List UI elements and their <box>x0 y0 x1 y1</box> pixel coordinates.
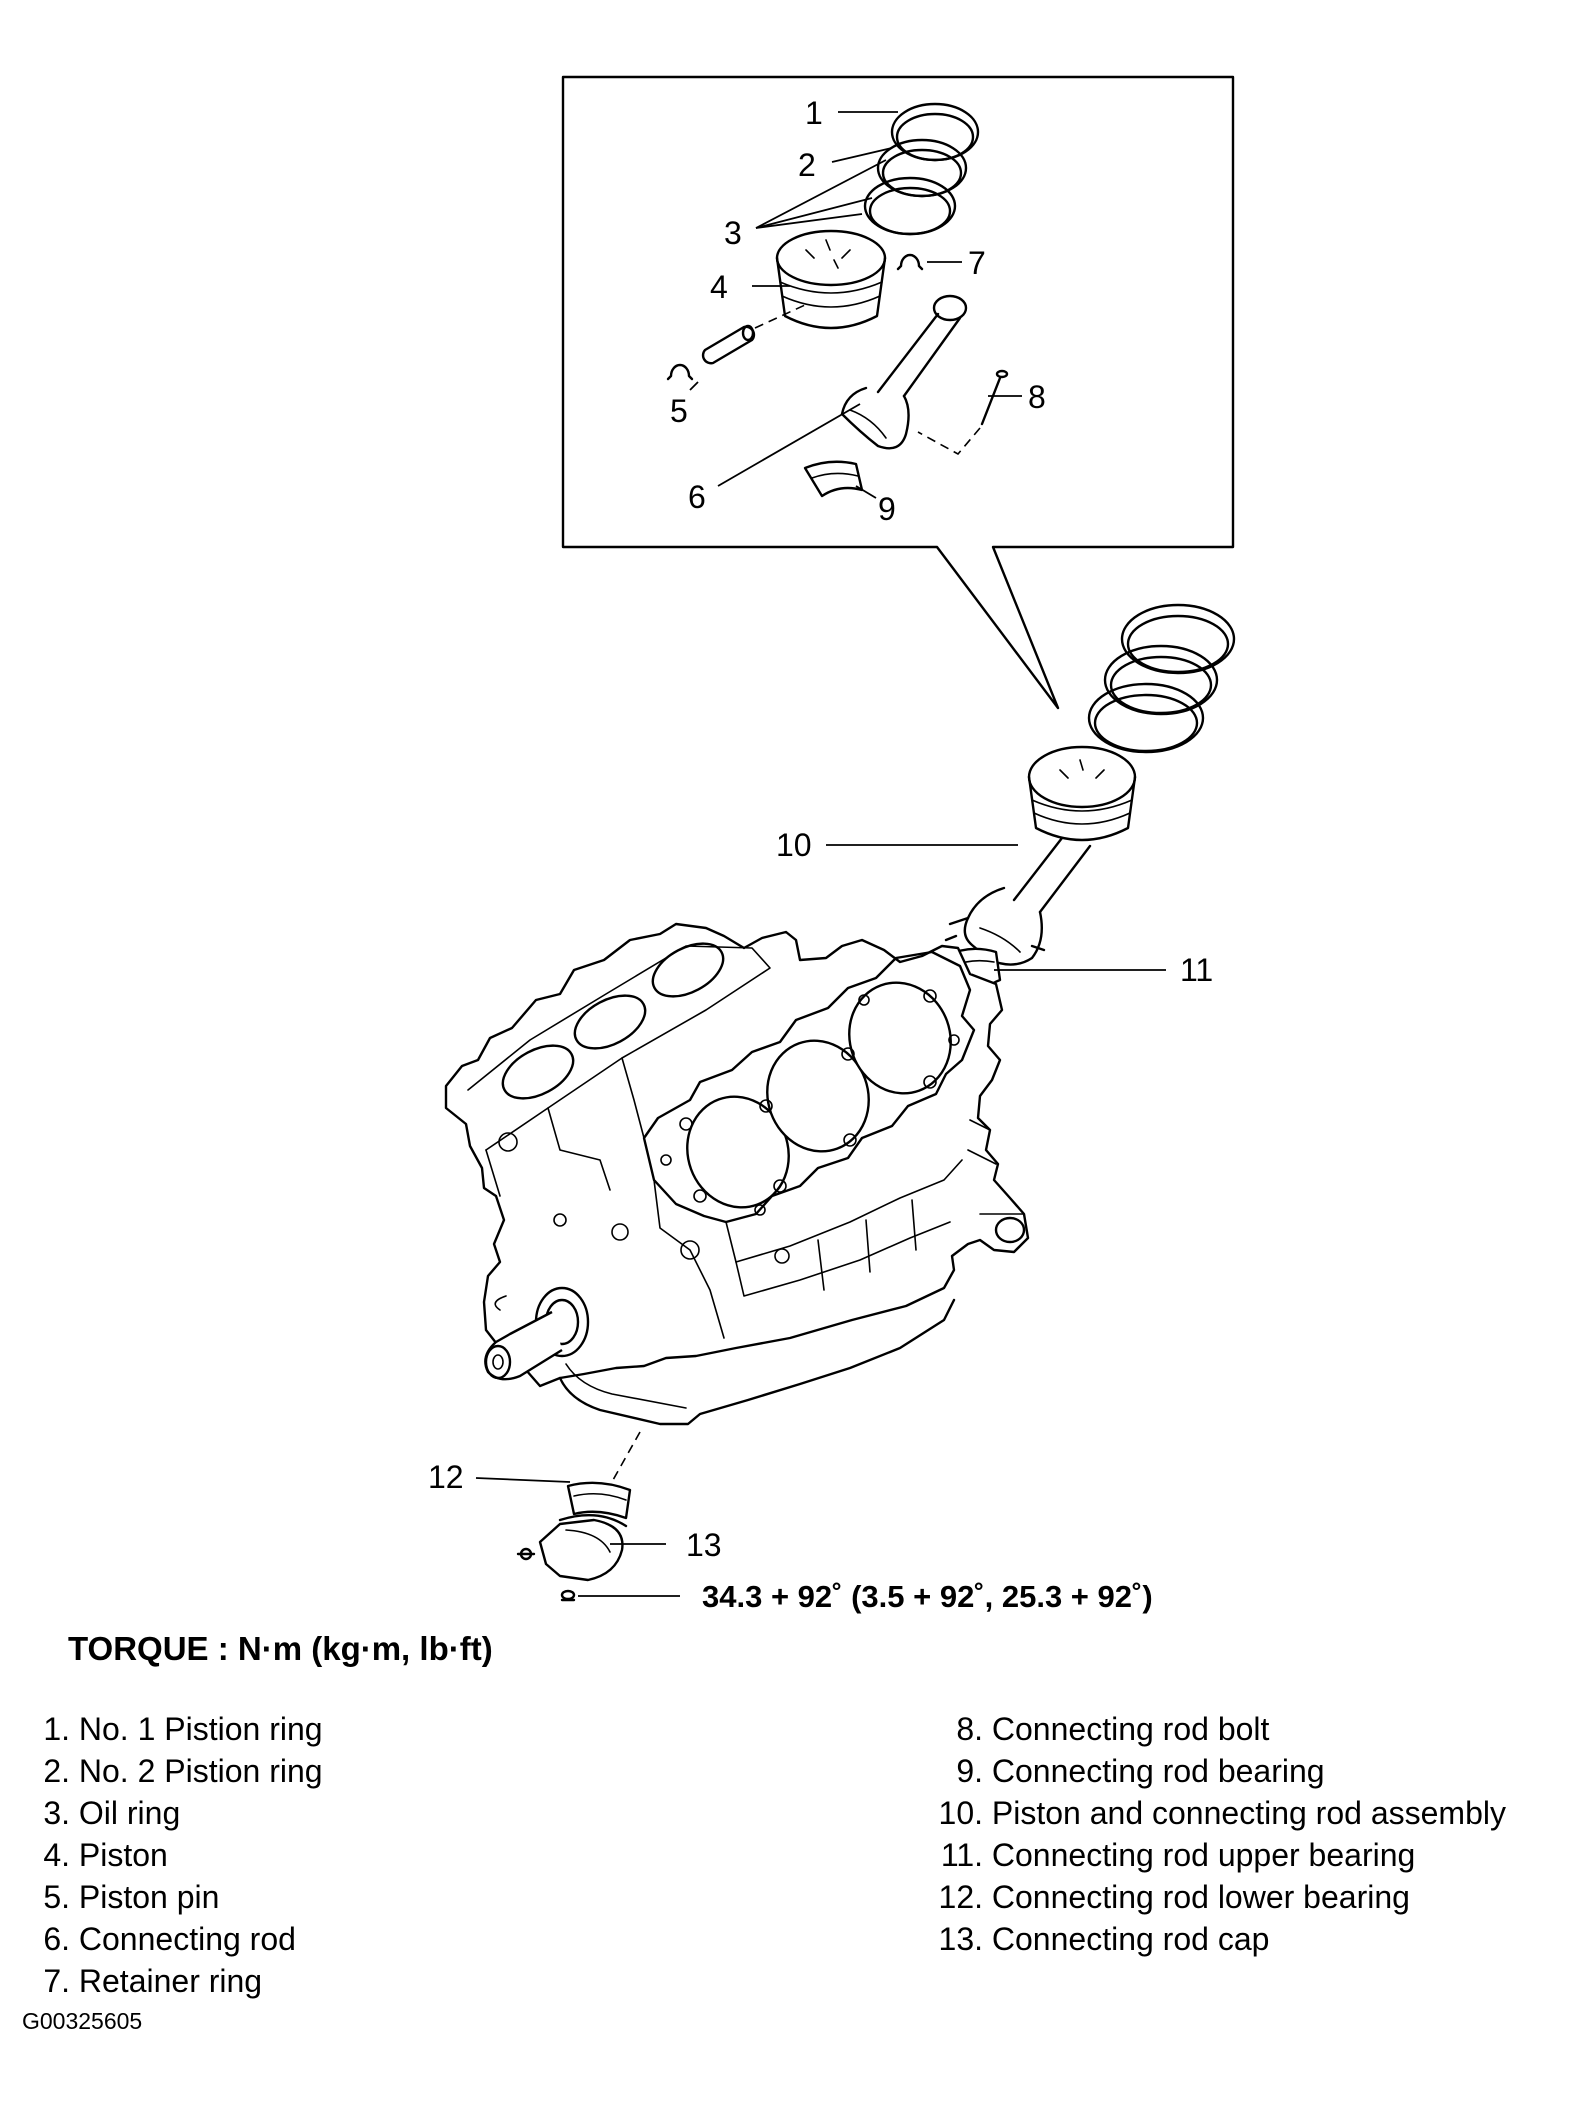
piston-rod-assembly: 10 11 <box>776 603 1236 1002</box>
figure-id: G00325605 <box>22 2008 143 2034</box>
inset-piston-pin <box>701 304 806 365</box>
legend-item: 3. Oil ring <box>43 1795 181 1831</box>
crankshaft-nose <box>484 1286 590 1381</box>
assembly-connecting-rod <box>944 836 1092 966</box>
callout-3: 3 <box>724 215 742 251</box>
callout-7: 7 <box>968 245 986 281</box>
callout-13: 13 <box>686 1527 722 1563</box>
callout-9: 9 <box>878 491 896 527</box>
torque-spec-value: 34.3 + 92˚ (3.5 + 92˚, 25.3 + 92˚) <box>702 1579 1153 1614</box>
legend-item: 8. Connecting rod bolt <box>956 1711 1270 1747</box>
inset-retainer-ring-right <box>896 253 924 271</box>
inset-piston <box>775 229 887 330</box>
parts-legend-right: 8. Connecting rod bolt 9. Connecting rod… <box>928 1708 1506 1960</box>
legend-item: 2. No. 2 Pistion ring <box>43 1753 323 1789</box>
callout-8: 8 <box>1028 379 1046 415</box>
callout-1: 1 <box>805 95 823 131</box>
callout-12: 12 <box>428 1459 464 1495</box>
torque-units-title: TORQUE : N·m (kg·m, lb·ft) <box>68 1630 493 1667</box>
legend-item: 6. Connecting rod <box>43 1921 296 1957</box>
inset-frame <box>561 75 1235 710</box>
legend-item: 11. Connecting rod upper bearing <box>940 1837 1416 1873</box>
callout-2: 2 <box>798 147 816 183</box>
lower-bearing-shell <box>566 1481 632 1520</box>
legend-item: 4. Piston <box>43 1837 168 1873</box>
rod-cap <box>538 1518 624 1582</box>
callout-5: 5 <box>670 393 688 429</box>
lower-bearing-and-cap: 12 13 34.3 + 92˚ (3.5 + 92˚, 25.3 + 92˚) <box>428 1459 1153 1614</box>
exploded-view-diagram: 1 2 3 4 5 6 7 8 9 <box>428 75 1236 1614</box>
detail-inset: 1 2 3 4 5 6 7 8 9 <box>561 75 1235 710</box>
legend-item: 13. Connecting rod cap <box>938 1921 1270 1957</box>
legend-item: 7. Retainer ring <box>43 1963 263 1999</box>
parts-legend-left: 1. No. 1 Pistion ring 2. No. 2 Pistion r… <box>34 1708 323 2002</box>
assembly-piston <box>1027 745 1137 842</box>
legend-item: 9. Connecting rod bearing <box>956 1753 1325 1789</box>
inset-retainer-ring-left <box>666 363 694 381</box>
callout-6: 6 <box>688 479 706 515</box>
inset-piston-rings <box>863 102 980 236</box>
engine-block <box>444 922 1030 1497</box>
assembly-piston-rings <box>1087 603 1236 754</box>
callout-4: 4 <box>710 269 728 305</box>
legend-item: 12. Connecting rod lower bearing <box>938 1879 1410 1915</box>
inset-rod-bearing <box>803 460 864 498</box>
inset-rod-bolt <box>917 369 1009 456</box>
callout-10: 10 <box>776 827 812 863</box>
inset-connecting-rod <box>840 294 968 450</box>
legend-item: 5. Piston pin <box>43 1879 220 1915</box>
callout-11: 11 <box>1180 952 1213 988</box>
legend-item: 10. Piston and connecting rod assembly <box>938 1795 1506 1831</box>
legend-item: 1. No. 1 Pistion ring <box>43 1711 323 1747</box>
